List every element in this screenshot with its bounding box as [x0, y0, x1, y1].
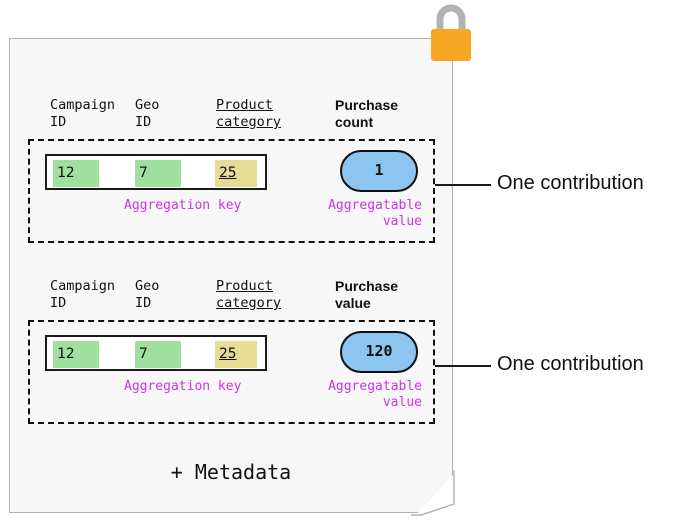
callout-leader-line-2: [435, 365, 491, 367]
padlock-icon: [431, 4, 471, 61]
annotation-aggregatable-value-1: Aggregatable value: [328, 198, 422, 229]
key-chip-product-text-2: 25: [219, 346, 237, 362]
annotation-aggregation-key-2: Aggregation key: [124, 379, 242, 394]
callout-label-1: One contribution: [497, 172, 644, 194]
header-purchase-value-2: Purchase value: [335, 278, 399, 311]
key-chip-geo-2: 7: [135, 341, 181, 368]
key-chip-product-text-1: 25: [219, 165, 237, 181]
contribution-boundary-1: 12 7 25 1 Aggregation key Aggregatable v…: [28, 139, 435, 243]
callout-label-2: One contribution: [497, 353, 644, 375]
aggregation-key-box-2: 12 7 25: [45, 335, 267, 371]
contribution-block-1: Campaign ID Geo ID Product category Purc…: [28, 97, 436, 243]
contribution-block-2: Campaign ID Geo ID Product category Purc…: [28, 278, 436, 424]
aggregatable-value-pill-2: 120: [340, 331, 418, 373]
header-geo-id-1: Geo ID: [135, 97, 160, 130]
column-headers-1: Campaign ID Geo ID Product category Purc…: [28, 97, 436, 139]
encrypted-report-card: [9, 38, 453, 513]
key-chip-product-1: 25: [215, 160, 257, 187]
column-headers-2: Campaign ID Geo ID Product category Purc…: [28, 278, 436, 320]
aggregatable-value-pill-1: 1: [340, 150, 418, 192]
key-chip-product-2: 25: [215, 341, 257, 368]
header-purchase-count-1: Purchase count: [335, 97, 399, 130]
annotation-aggregatable-value-2: Aggregatable value: [328, 379, 422, 410]
header-product-category-2: Product category: [216, 278, 282, 311]
key-chip-campaign-1: 12: [53, 160, 99, 187]
callout-leader-line-1: [435, 184, 491, 186]
header-geo-id-2: Geo ID: [135, 278, 160, 311]
contribution-boundary-2: 12 7 25 120 Aggregation key Aggregatable…: [28, 320, 435, 424]
header-product-category-1: Product category: [216, 97, 282, 130]
annotation-aggregation-key-1: Aggregation key: [124, 198, 242, 213]
header-campaign-id-1: Campaign ID: [50, 97, 116, 130]
metadata-label: + Metadata: [170, 460, 292, 484]
key-chip-geo-1: 7: [135, 160, 181, 187]
header-campaign-id-2: Campaign ID: [50, 278, 116, 311]
aggregation-key-box-1: 12 7 25: [45, 154, 267, 190]
key-chip-campaign-2: 12: [53, 341, 99, 368]
